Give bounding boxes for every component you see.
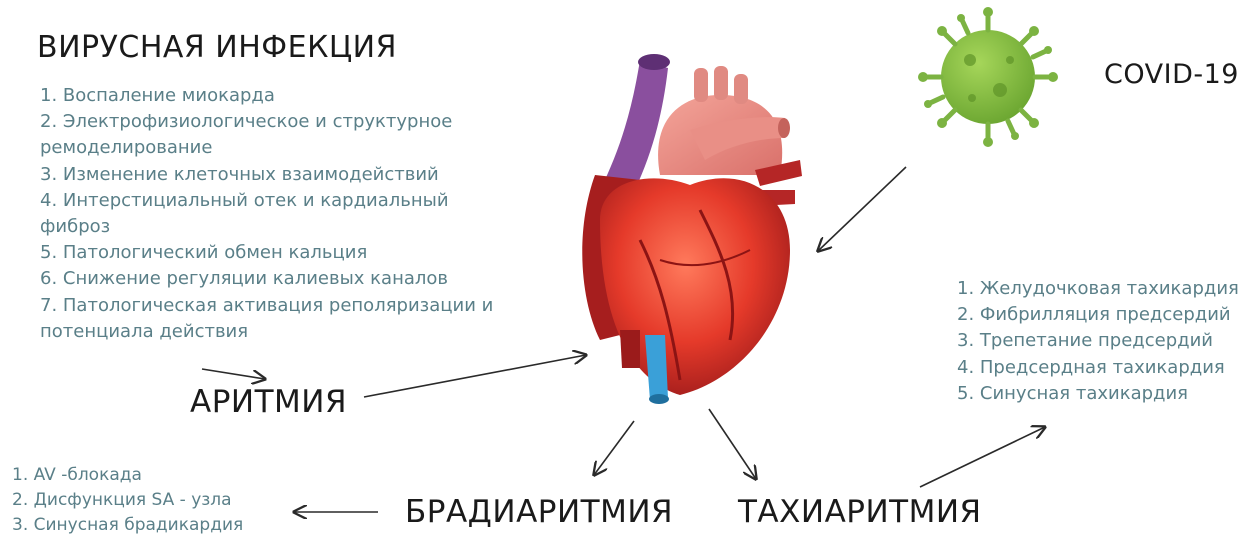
arrow-list-to-arrhythmia bbox=[202, 369, 265, 379]
arrow-heart-to-brady bbox=[594, 421, 634, 475]
list-item: 1. Желудочковая тахикардия bbox=[957, 276, 1239, 302]
arrow-covid-to-heart bbox=[818, 167, 906, 251]
arrow-tachy-to-list bbox=[920, 427, 1045, 487]
list-item: 3. Изменение клеточных взаимодействий bbox=[40, 162, 520, 188]
list-item: 6. Снижение регуляции калиевых каналов bbox=[40, 266, 520, 292]
list-item: 2. Фибрилляция предсердий bbox=[957, 302, 1239, 328]
list-item: 4. Интерстициальный отек и кардиальный ф… bbox=[40, 188, 520, 240]
list-item: 4. Предсердная тахикардия bbox=[957, 355, 1239, 381]
list-item: 5. Синусная тахикардия bbox=[957, 381, 1239, 407]
list-item: 3. Синусная брадикардия bbox=[12, 513, 243, 538]
arrow-arrhythmia-to-heart bbox=[364, 355, 586, 397]
list-item: 3. Трепетание предсердий bbox=[957, 328, 1239, 354]
list-item: 1. AV -блокада bbox=[12, 463, 243, 488]
title-covid: COVID-19 bbox=[1104, 59, 1239, 90]
list-item: 2. Дисфункция SA - узла bbox=[12, 488, 243, 513]
title-arrhythmia: АРИТМИЯ bbox=[190, 384, 347, 420]
title-bradyarrhythmia: БРАДИАРИТМИЯ bbox=[405, 494, 673, 530]
list-item: 7. Патологическая активация реполяризаци… bbox=[40, 293, 520, 345]
arrow-heart-to-tachy bbox=[709, 409, 756, 479]
title-viral-infection: ВИРУСНАЯ ИНФЕКЦИЯ bbox=[37, 30, 397, 65]
brady-types-list: 1. AV -блокада 2. Дисфункция SA - узла 3… bbox=[12, 463, 243, 538]
list-item: 2. Электрофизиологическое и структурное … bbox=[40, 109, 520, 161]
list-item: 5. Патологический обмен кальция bbox=[40, 240, 520, 266]
viral-mechanisms-list: 1. Воспаление миокарда 2. Электрофизиоло… bbox=[40, 83, 520, 345]
list-item: 1. Воспаление миокарда bbox=[40, 83, 520, 109]
title-tachyarrhythmia: ТАХИАРИТМИЯ bbox=[738, 494, 982, 530]
virus-icon bbox=[918, 7, 1058, 147]
heart-illustration-icon bbox=[582, 54, 802, 404]
tachy-types-list: 1. Желудочковая тахикардия 2. Фибрилляци… bbox=[957, 276, 1239, 407]
